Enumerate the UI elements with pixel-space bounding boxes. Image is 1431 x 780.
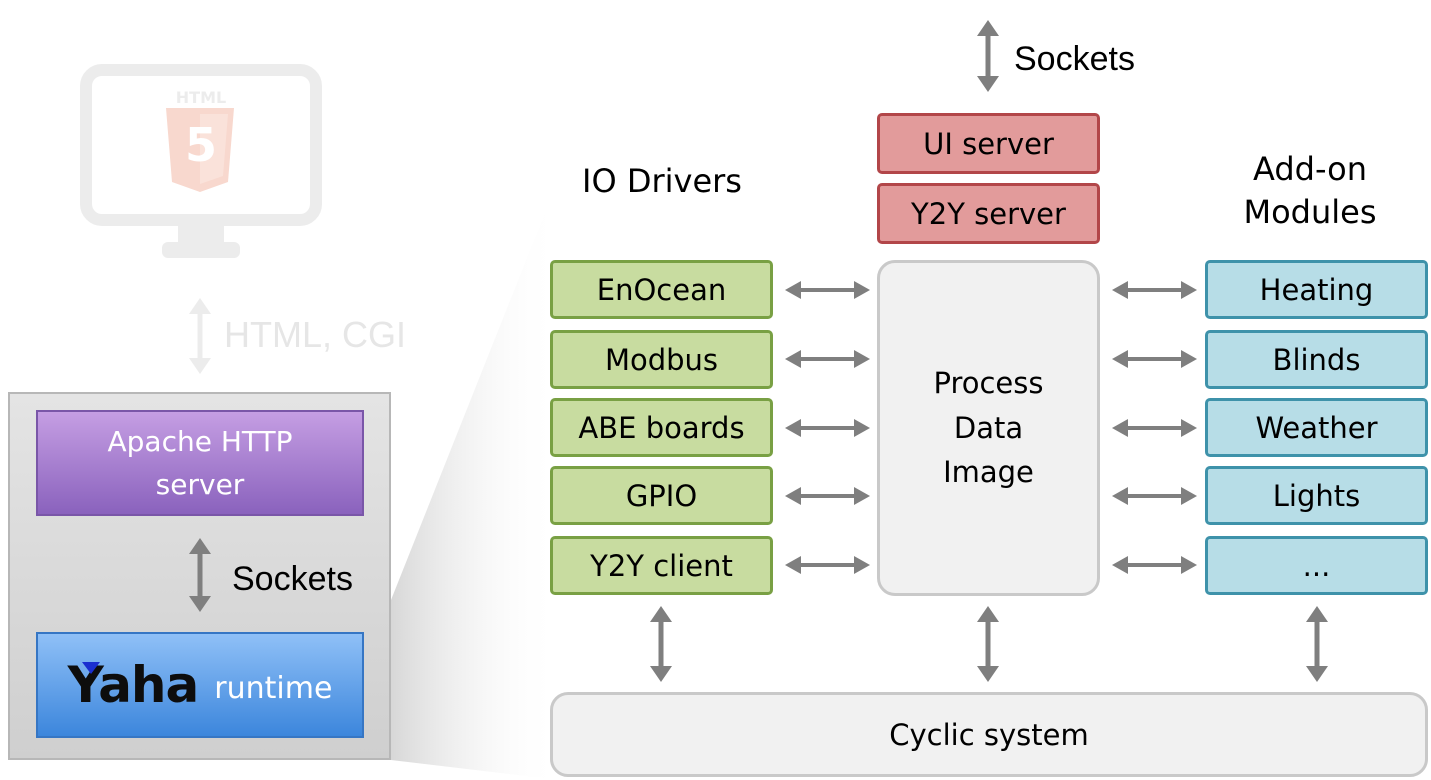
html-cgi-label: HTML, CGI	[224, 314, 407, 355]
pdi-line1: Process	[933, 365, 1044, 400]
apache-label-line2: server	[155, 468, 245, 501]
pdi-line2: Data	[953, 410, 1024, 445]
pdi-to-module-arrow-3	[1112, 487, 1197, 505]
process-data-image-box: Process Data Image	[877, 260, 1100, 596]
module-heating: Heating	[1205, 260, 1428, 319]
cyclic-system-box: Cyclic system	[550, 692, 1428, 777]
y2y-server-box: Y2Y server	[877, 183, 1100, 244]
io-driver-enocean: EnOcean	[550, 260, 773, 319]
html-badge-text: HTML	[175, 88, 227, 107]
add-on-modules-heading: Add-on Modules	[1210, 148, 1410, 234]
html5-digit: 5	[184, 118, 217, 172]
yaha-logo-mark	[81, 662, 100, 674]
module-lights: Lights	[1205, 466, 1428, 525]
pdi-to-module-arrow-2	[1112, 419, 1197, 437]
io-driver-y2y-client: Y2Y client	[550, 536, 773, 595]
pdi-to-module-arrow-0	[1112, 281, 1197, 299]
left-sockets-label: Sockets	[232, 560, 353, 598]
module-weather: Weather	[1205, 398, 1428, 457]
ui-server-box: UI server	[877, 113, 1100, 174]
pdi-line3: Image	[943, 455, 1034, 490]
io-driver-gpio: GPIO	[550, 466, 773, 525]
runtime-label: runtime	[214, 670, 333, 706]
yaha-runtime-box: Yaha runtime	[36, 632, 364, 738]
apache-label-line1: Apache HTTP	[107, 424, 293, 458]
top-sockets-label: Sockets	[1014, 40, 1135, 78]
yaha-logo: Yaha	[68, 656, 200, 714]
io-to-pdi-arrow-2	[785, 419, 870, 437]
io-driver-modbus: Modbus	[550, 330, 773, 389]
io-to-pdi-arrow-4	[785, 556, 870, 574]
pdi-to-cyclic-arrow	[977, 606, 999, 682]
io-to-pdi-arrow-1	[785, 350, 870, 368]
io-to-pdi-arrow-3	[785, 487, 870, 505]
module-more: ...	[1205, 536, 1428, 595]
html5-icon	[166, 108, 234, 192]
pdi-to-module-arrow-4	[1112, 556, 1197, 574]
modules-to-cyclic-arrow	[1306, 606, 1328, 682]
module-blinds: Blinds	[1205, 330, 1428, 389]
io-to-cyclic-arrow	[650, 606, 672, 682]
io-drivers-heading: IO Drivers	[582, 162, 742, 200]
pdi-to-module-arrow-1	[1112, 350, 1197, 368]
io-to-pdi-arrow-0	[785, 281, 870, 299]
add-on-heading-line2: Modules	[1243, 193, 1377, 232]
add-on-heading-line1: Add-on	[1253, 150, 1367, 188]
io-driver-abe-boards: ABE boards	[550, 398, 773, 457]
apache-http-server-box: Apache HTTP server	[36, 410, 364, 516]
